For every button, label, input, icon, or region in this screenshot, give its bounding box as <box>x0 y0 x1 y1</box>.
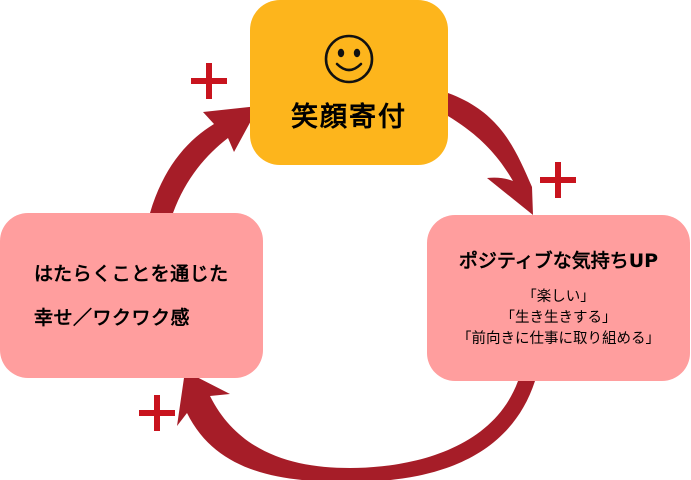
node-title: 笑顔寄付 <box>291 102 407 133</box>
node-subtext-line: 「生き生きする」 <box>500 310 617 326</box>
node-smile-donation: 笑顔寄付 <box>250 0 448 165</box>
node-text-line: はたらくことを通じた <box>34 262 229 285</box>
node-positive-feelings: ポジティブな気持ちUP 「楽しい」 「生き生きする」 「前向きに仕事に取り組める… <box>427 215 690 381</box>
smiley-face-icon <box>324 34 374 84</box>
node-text-line: 幸せ／ワクワク感 <box>34 306 191 329</box>
plus-icon <box>540 162 576 198</box>
node-work-happiness: はたらくことを通じた 幸せ／ワクワク感 <box>0 213 263 378</box>
arrow-right-to-left <box>177 371 535 480</box>
node-subtext-line: 「前向きに仕事に取り組める」 <box>457 331 660 347</box>
arrow-top-to-right <box>448 93 533 215</box>
plus-icon <box>191 63 227 99</box>
plus-icon <box>139 395 175 431</box>
node-title: ポジティブな気持ちUP <box>458 250 659 272</box>
arrow-left-to-top <box>150 106 259 213</box>
node-subtext-line: 「楽しい」 <box>522 289 595 305</box>
